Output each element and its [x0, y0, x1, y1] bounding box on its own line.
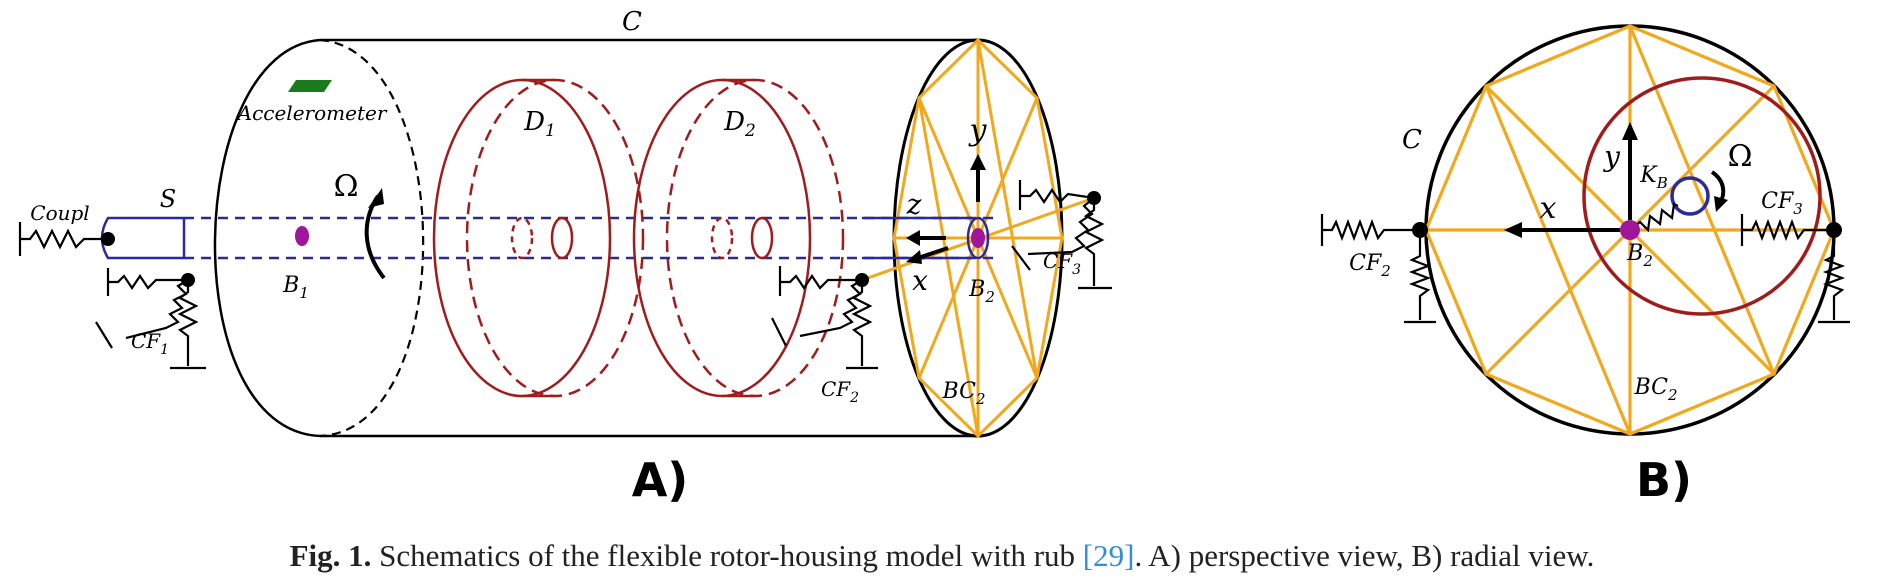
support-cf2-b-sub: 2: [1380, 262, 1391, 280]
bearing-1-sub: 1: [299, 284, 309, 302]
support-cf3-b-icon: [1740, 214, 1850, 324]
rotation-arrowhead-b-icon: [1714, 196, 1728, 212]
caption-text: Schematics of the flexible rotor-housing…: [379, 538, 1076, 573]
shaft-circle-b: [1670, 176, 1710, 216]
kb-spring-icon: [1629, 202, 1679, 233]
support-cf1-icon: [95, 268, 206, 370]
caption-reference-link[interactable]: [29]: [1082, 538, 1135, 573]
housing-label-a: C: [622, 7, 642, 37]
bearing-housing-sub-b: 2: [1667, 386, 1678, 404]
support-cf2-b-icon: [1320, 214, 1436, 324]
accelerometer-icon: [288, 80, 332, 92]
support-cf3-b-sub: 3: [1793, 200, 1803, 218]
kb-letter: K: [1639, 163, 1658, 188]
axis-z-label-a: z: [906, 188, 922, 221]
coupling-label: Coupl: [30, 201, 89, 225]
shaft-label: S: [160, 185, 176, 213]
bearing-2-node-b: [1620, 220, 1640, 240]
kb-sub: B: [1656, 174, 1668, 192]
bearing-2-label-b: B2: [1626, 241, 1653, 270]
support-cf2-b-label: CF2: [1349, 251, 1391, 280]
axes-a: [917, 166, 980, 260]
bearing-1-label: B1: [282, 273, 309, 302]
support-cf3-icon: [1011, 180, 1112, 290]
rotation-arrow-icon: [364, 194, 386, 280]
support-cf1-node: [181, 273, 195, 287]
y-arrowhead-b-icon: [1622, 122, 1638, 140]
shaft: [100, 216, 994, 260]
rotation-arrowhead-icon: [368, 188, 384, 208]
bearing-housing-letters-b: BC: [1634, 375, 1669, 400]
panel-a-label: A): [632, 453, 689, 507]
support-cf2-label: CF2: [821, 377, 859, 406]
disk-2-label: D2: [723, 107, 756, 141]
coupling-spring-icon: [18, 222, 106, 256]
support-cf3-label: CF3: [1043, 249, 1081, 278]
housing-outline: [213, 38, 980, 438]
support-cf2-sub: 2: [849, 390, 859, 406]
coupling-node: [101, 232, 115, 246]
support-cf3-letters: CF: [1043, 249, 1073, 273]
support-cf3-node: [1087, 191, 1101, 205]
accelerometer-label: Accelerometer: [236, 101, 388, 125]
z-arrowhead-icon: [906, 230, 920, 246]
panel-b-drawing: C Ω x y KB B2 CF2 CF3 BC2 B): [1320, 24, 1850, 507]
bearing-housing-sub-a: 2: [975, 390, 986, 408]
support-cf1-label: CF1: [131, 329, 169, 358]
support-cf1-letters: CF: [131, 329, 161, 353]
bearing-housing-letters-a: BC: [942, 379, 977, 404]
axis-y-label-b: y: [1602, 140, 1621, 173]
bearing-housing-label-b: BC2: [1634, 375, 1678, 404]
bearing-2-node: [971, 228, 985, 248]
housing-hidden-edge: [319, 38, 425, 438]
y-arrowhead-icon: [970, 154, 986, 170]
support-cf3-b-letters: CF: [1761, 189, 1794, 214]
disk-2: [632, 78, 845, 398]
support-cf2-letters: CF: [821, 377, 851, 401]
bearing-1-letter: B: [282, 273, 299, 298]
x-arrowhead-icon: [906, 250, 922, 264]
disk-1: [432, 78, 645, 398]
kb-label: KB: [1639, 163, 1667, 192]
axis-y-label-a: y: [968, 113, 988, 148]
bearing-2-sub-b: 2: [1642, 252, 1653, 270]
bearing-2-label-a: B2: [968, 277, 995, 306]
speed-symbol-b: Ω: [1728, 139, 1753, 174]
rub-circle: [1582, 76, 1822, 316]
schematic-svg: C Accelerometer Coupl S Ω B1 D1 D2 CF1 C…: [18, 7, 1850, 507]
support-cf2-node: [855, 273, 869, 287]
bearing-housing-label-a: BC2: [942, 379, 986, 408]
axis-x-label-b: x: [1540, 191, 1557, 226]
caption-tail: . A) perspective view, B) radial view.: [1134, 538, 1595, 573]
support-cf3-sub: 3: [1072, 262, 1081, 278]
disk-2-sub: 2: [744, 121, 756, 141]
speed-symbol-a: Ω: [334, 169, 359, 204]
support-cf1-sub: 1: [160, 342, 169, 358]
disk-1-sub: 1: [545, 121, 556, 141]
bearing-2-letter-a: B: [968, 277, 985, 302]
panel-a-drawing: C Accelerometer Coupl S Ω B1 D1 D2 CF1 C…: [18, 7, 1112, 507]
disk-2-letter: D: [723, 107, 745, 137]
housing-label-b: C: [1402, 125, 1422, 155]
bearing-1-node: [295, 226, 309, 246]
disk-1-letter: D: [523, 107, 545, 137]
support-cf3-b-label: CF3: [1761, 189, 1803, 218]
support-cf2-b-node: [1412, 222, 1428, 238]
bearing-2-sub-a: 2: [984, 288, 995, 306]
figure-caption: Fig. 1. Schematics of the flexible rotor…: [0, 538, 1884, 574]
panel-b-label: B): [1636, 453, 1692, 507]
bearing-2-letter-b: B: [1626, 241, 1643, 266]
disk-1-label: D1: [523, 107, 556, 141]
axis-x-label-a: x: [912, 264, 928, 297]
axes-b: [1518, 136, 1632, 232]
support-cf3-b-node: [1826, 222, 1842, 238]
x-arrowhead-b-icon: [1504, 222, 1522, 238]
caption-fig-label: Fig. 1.: [289, 538, 372, 573]
support-cf2-b-letters: CF: [1349, 251, 1382, 276]
support-cf2-icon: [771, 266, 878, 370]
